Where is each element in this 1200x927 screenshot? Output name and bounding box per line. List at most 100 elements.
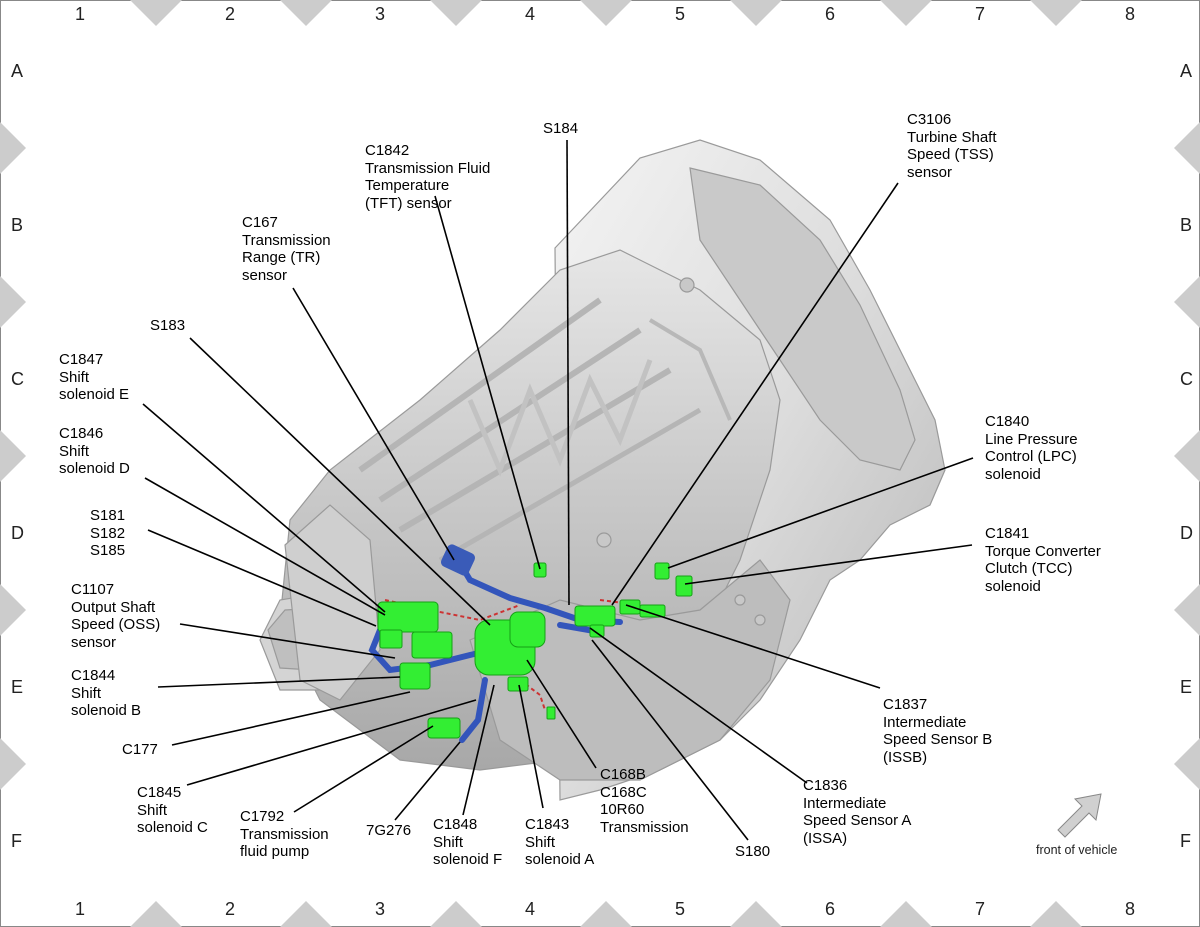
callout-c177: C177: [122, 741, 158, 758]
callout-c1847: C1847 Shift solenoid E: [59, 351, 130, 403]
leader-c1792: [293, 725, 434, 813]
border-diamond-left-4: [0, 584, 26, 636]
border-diamond-right-5: [1174, 738, 1200, 790]
border-diamond-right-1: [1174, 122, 1200, 174]
leader-lines: [142, 139, 974, 841]
leader-s183: [189, 337, 491, 626]
leader-c1843: [518, 684, 544, 809]
border-diamond-bottom-6: [880, 901, 932, 927]
callout-s181-s182-s185: S181 S182 S185: [90, 507, 126, 559]
grid-row-D-right: D: [1180, 523, 1193, 543]
leader-c1848: [462, 684, 495, 816]
grid-column-7-bottom: 7: [975, 899, 986, 919]
grid-row-A-left: A: [11, 61, 24, 81]
transmission-housing: [259, 139, 946, 801]
grid-row-C-right: C: [1180, 369, 1193, 389]
callout-c168: C168B C168C 10R60 Transmission: [600, 766, 689, 836]
callout-s183: S183: [150, 317, 186, 334]
callout-c1844: C1844 Shift solenoid B: [71, 667, 142, 719]
border-diamond-bottom-5: [730, 901, 782, 927]
leader-c1841: [684, 544, 973, 585]
grid-column-3-bottom: 3: [375, 899, 386, 919]
leader-7g276: [394, 741, 461, 821]
grid-column-4-top: 4: [525, 4, 536, 24]
border-diamond-left-3: [0, 430, 26, 482]
callout-c1792: C1792 Transmission fluid pump: [240, 808, 329, 860]
border-diamond-bottom-4: [580, 901, 632, 927]
leader-c1845: [186, 699, 477, 786]
leader-c1107: [179, 623, 396, 659]
green-connectors: [377, 562, 693, 739]
grid-column-8-bottom: 8: [1125, 899, 1136, 919]
grid-row-A-right: A: [1180, 61, 1193, 81]
border-diamond-right-3: [1174, 430, 1200, 482]
callout-c1846: C1846 Shift solenoid D: [59, 425, 130, 477]
leader-c168: [526, 659, 597, 769]
leader-c1844: [157, 676, 401, 688]
leader-c177: [171, 691, 411, 746]
grid-row-F-left: F: [11, 831, 22, 851]
leader-c1837: [625, 604, 881, 689]
leader-c167: [292, 287, 455, 561]
leader-c1847: [142, 403, 386, 613]
grid-row-E-left: E: [11, 677, 24, 697]
callout-c1107: C1107 Output Shaft Speed (OSS) sensor: [71, 581, 161, 651]
grid-row-B-left: B: [11, 215, 24, 235]
grid-column-1-bottom: 1: [75, 899, 86, 919]
border-diamond-bottom-7: [1030, 901, 1082, 927]
callout-c1837: C1837 Intermediate Speed Sensor B (ISSB): [883, 696, 993, 766]
grid-column-7-top: 7: [975, 4, 986, 24]
grid-column-2-top: 2: [225, 4, 236, 24]
border-diamond-right-2: [1174, 276, 1200, 328]
front-of-vehicle-label: front of vehicle: [1036, 843, 1118, 857]
callout-c3106: C3106 Turbine Shaft Speed (TSS) sensor: [907, 111, 997, 181]
leader-c1840: [667, 457, 974, 569]
callout-c167: C167 Transmission Range (TR) sensor: [242, 214, 331, 284]
grid-row-D-left: D: [11, 523, 24, 543]
leader-c1836: [589, 627, 808, 784]
callout-c1848: C1848 Shift solenoid F: [433, 816, 503, 868]
callout-c1843: C1843 Shift solenoid A: [525, 816, 595, 868]
leader-c1846: [144, 477, 386, 616]
grid-column-3-top: 3: [375, 4, 386, 24]
callout-c1842: C1842 Transmission Fluid Temperature (TF…: [365, 142, 491, 212]
grid-column-5-bottom: 5: [675, 899, 686, 919]
leader-c1842: [434, 195, 541, 570]
grid-row-B-right: B: [1180, 215, 1193, 235]
grid-column-1-top: 1: [75, 4, 86, 24]
grid-column-2-bottom: 2: [225, 899, 236, 919]
callout-s184: S184: [543, 120, 579, 137]
callout-c1841: C1841 Torque Converter Clutch (TCC) sole…: [985, 525, 1101, 595]
leader-s180: [591, 639, 749, 841]
callout-s180: S180: [735, 843, 771, 860]
border-diamond-top-3: [430, 0, 482, 26]
border-diamond-top-7: [1030, 0, 1082, 26]
callout-7g276: 7G276: [366, 822, 412, 839]
grid-column-6-top: 6: [825, 4, 836, 24]
border-diamond-top-1: [130, 0, 182, 26]
border-diamond-left-1: [0, 122, 26, 174]
grid-column-8-top: 8: [1125, 4, 1136, 24]
border-diamond-bottom-1: [130, 901, 182, 927]
border-diamond-left-5: [0, 738, 26, 790]
border-diamond-bottom-3: [430, 901, 482, 927]
border-diamond-top-6: [880, 0, 932, 26]
callout-c1840: C1840 Line Pressure Control (LPC) soleno…: [985, 413, 1078, 483]
border-diamond-top-5: [730, 0, 782, 26]
callout-c1845: C1845 Shift solenoid C: [137, 784, 208, 836]
border-diamond-top-2: [280, 0, 332, 26]
leader-s181: [147, 529, 377, 627]
grid-row-C-left: C: [11, 369, 24, 389]
border-diamond-top-4: [580, 0, 632, 26]
border-diamond-right-4: [1174, 584, 1200, 636]
direction-arrow-icon: [1057, 793, 1102, 838]
leader-c3106: [611, 182, 899, 606]
border-diamond-bottom-2: [280, 901, 332, 927]
border-diamond-left-2: [0, 276, 26, 328]
grid-column-6-bottom: 6: [825, 899, 836, 919]
grid-column-4-bottom: 4: [525, 899, 536, 919]
grid-row-F-right: F: [1180, 831, 1191, 851]
callout-c1836: C1836 Intermediate Speed Sensor A (ISSA): [803, 777, 912, 847]
